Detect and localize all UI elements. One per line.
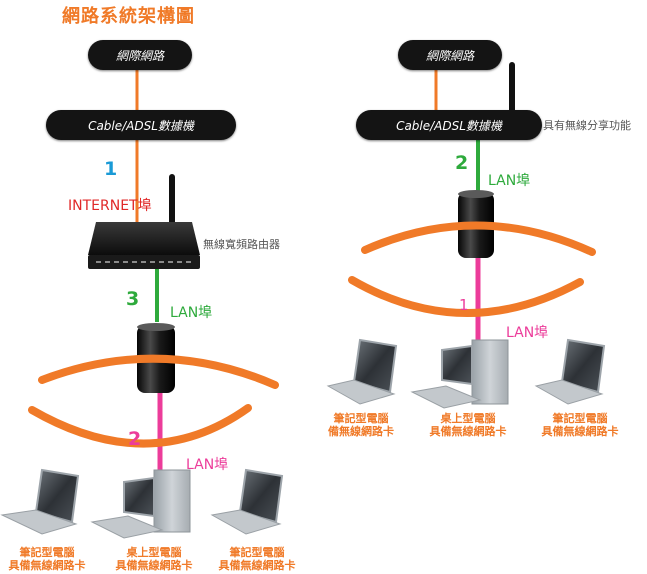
left-lan-port-lower: LAN埠 [186, 457, 229, 473]
left-desktop-keyboard [90, 515, 164, 539]
right-desktop-keyboard [410, 385, 482, 409]
left-laptop-1-screen [34, 468, 80, 524]
router-body [88, 222, 200, 255]
left-device-caption-3: 筆記型電腦 具備無線網路卡 [212, 546, 302, 572]
right-laptop-1-base [326, 379, 396, 405]
left-laptop-2-screen [238, 468, 284, 524]
left-device-1-line2: 具備無線網路卡 [8, 559, 86, 572]
left-router-caption: 無線寬頻路由器 [203, 238, 280, 251]
right-device-caption-2: 桌上型電腦 具備無線網路卡 [420, 412, 516, 438]
right-laptop-1-screen [352, 338, 398, 394]
left-device-3-line2: 具備無線網路卡 [218, 559, 296, 572]
right-modem-caption: 具有無線分享功能 [543, 119, 631, 132]
left-laptop-1 [0, 468, 80, 535]
left-device-1-line1: 筆記型電腦 [19, 546, 75, 559]
right-wifi-arc-inner [348, 276, 584, 317]
right-desktop-tower [471, 339, 509, 405]
left-desktop [90, 469, 191, 539]
right-desktop [410, 339, 509, 409]
left-desktop-monitor [123, 476, 155, 518]
left-step-1-number: 1 [104, 158, 118, 180]
left-device-caption-2: 桌上型電腦 具備無線網路卡 [106, 546, 202, 572]
left-desktop-tower [153, 469, 191, 533]
right-device-caption-3: 筆記型電腦 具備無線網路卡 [532, 412, 628, 438]
right-wifi-arc-outer [361, 221, 596, 256]
right-laptop-2-base [534, 379, 604, 405]
right-desktop-monitor [441, 344, 473, 386]
left-device-2-line2: 具備無線網路卡 [115, 559, 193, 572]
right-step-1-number: 1 [459, 296, 469, 314]
left-internet-port-label: INTERNET埠 [68, 198, 152, 214]
right-device-1-line2: 備無線網路卡 [328, 425, 394, 438]
left-step-3-number: 3 [126, 288, 140, 310]
router-antenna [169, 174, 175, 232]
right-device-caption-1: 筆記型電腦 備無線網路卡 [316, 412, 406, 438]
right-laptop-2 [534, 338, 606, 405]
left-ap-top [137, 323, 175, 331]
left-wifi-arc-outer [38, 354, 279, 389]
left-device-2-line1: 桌上型電腦 [126, 546, 182, 559]
right-step-2-number: 2 [455, 152, 469, 174]
left-device-caption-1: 筆記型電腦 具備無線網路卡 [2, 546, 92, 572]
wireless-router [88, 174, 200, 269]
right-modem-pill: Cable/ADSL數據機 [356, 110, 542, 140]
left-lan-port-upper: LAN埠 [170, 305, 213, 321]
right-device-3-line1: 筆記型電腦 [552, 412, 608, 425]
left-step-2-number: 2 [128, 428, 142, 450]
left-modem-pill: Cable/ADSL數據機 [46, 110, 236, 140]
right-ap-top [458, 190, 494, 198]
right-lan-port-lower: LAN埠 [506, 325, 549, 341]
left-device-3-line1: 筆記型電腦 [229, 546, 285, 559]
left-laptop-2 [210, 468, 284, 535]
right-device-1-line1: 筆記型電腦 [333, 412, 389, 425]
right-modem-antenna [509, 62, 515, 114]
right-laptop-1 [326, 338, 398, 405]
left-internet-pill: 網際網路 [88, 40, 192, 70]
right-internet-pill: 網際網路 [398, 40, 502, 70]
right-device-2-line1: 桌上型電腦 [440, 412, 496, 425]
left-wifi-arc-inner [28, 404, 252, 448]
right-laptop-2-screen [560, 338, 606, 394]
right-device-2-line2: 具備無線網路卡 [429, 425, 507, 438]
right-lan-port-upper: LAN埠 [488, 173, 531, 189]
left-laptop-1-base [0, 509, 78, 535]
right-device-3-line2: 具備無線網路卡 [541, 425, 619, 438]
left-laptop-2-base [210, 509, 282, 535]
diagram-title: 網路系統架構圖 [62, 6, 195, 27]
